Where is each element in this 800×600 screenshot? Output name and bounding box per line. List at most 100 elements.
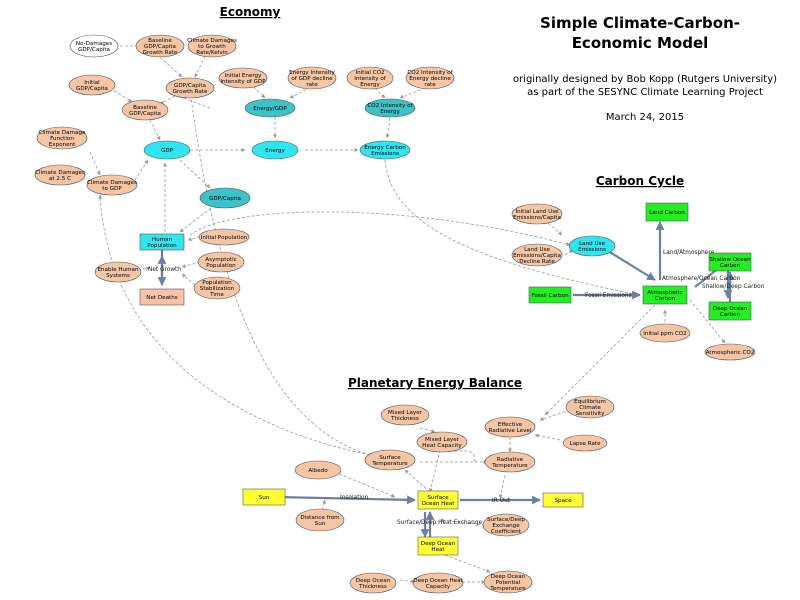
node-label: Time xyxy=(209,292,224,298)
node-label: Emissions/Capita xyxy=(513,253,561,259)
node-label: Fossil Carbon xyxy=(531,293,569,299)
node-label: Climate Damage xyxy=(39,130,86,136)
node-label: to GDP xyxy=(102,186,122,192)
node-shape xyxy=(197,251,245,273)
flow-ir-out: IR Out xyxy=(492,498,511,504)
node-shape xyxy=(412,572,464,594)
node-label: GDP xyxy=(161,148,174,154)
node-gdp: GDP xyxy=(143,140,191,160)
node-label: Rate/Kelvin xyxy=(196,50,228,56)
node-label: Temperature xyxy=(491,463,528,469)
node-label: Energy/GDP xyxy=(253,106,287,112)
node-label: Surface/Deep xyxy=(487,517,525,523)
node-shape xyxy=(218,67,268,89)
node-label: CO2 Intensity of xyxy=(407,70,453,76)
node-shape xyxy=(244,98,296,118)
node-label: Deep Ocean xyxy=(356,578,391,584)
node-label: Initial xyxy=(84,80,100,86)
node-label: Effective xyxy=(498,422,523,428)
node-shape xyxy=(68,74,116,96)
node-label: Energy xyxy=(360,82,380,88)
node-label: CO2 Intensity of xyxy=(367,103,413,109)
node-label: Initial Land Use xyxy=(515,209,559,215)
node-label: Population xyxy=(147,243,177,249)
node-space: Space xyxy=(542,492,584,508)
node-shape xyxy=(139,288,185,306)
node-label: Ocean Heat xyxy=(422,501,456,507)
node-label: Shallow Ocean xyxy=(709,257,751,263)
node-label: GDP/Capita xyxy=(144,44,176,50)
node-shape xyxy=(511,243,563,267)
node-atm-co2: Atmospheric CO2 xyxy=(704,343,756,361)
node-net-deaths: Net Deaths xyxy=(139,288,185,306)
node-label: Potential xyxy=(496,580,521,586)
node-label: Population xyxy=(206,263,236,269)
node-label: Sensitivity xyxy=(575,411,605,417)
section-carbon-cycle: Carbon Cycle xyxy=(596,174,684,188)
node-shape xyxy=(349,572,397,594)
node-lapse-rate: Lapse Rate xyxy=(562,434,608,452)
section-planetary-energy: Planetary Energy Balance xyxy=(348,376,522,390)
flow-land-atmosphere: Land/Atmosphere xyxy=(663,250,715,256)
node-label: Climate Damages xyxy=(187,38,237,44)
node-label: Climate xyxy=(579,405,601,411)
node-gdp-capita: GDP/Capita xyxy=(199,187,251,209)
node-shape xyxy=(645,202,689,222)
flow-net-growth: Net Growth xyxy=(148,267,181,273)
node-shape xyxy=(121,99,169,121)
node-shape xyxy=(359,140,411,160)
node-label: GDP/Capita xyxy=(78,47,110,53)
date: March 24, 2015 xyxy=(606,112,684,123)
node-shape xyxy=(135,34,185,58)
node-label: Energy Carbon xyxy=(364,145,406,151)
node-label: Deep Ocean xyxy=(421,541,456,547)
node-shape xyxy=(405,66,455,90)
node-shape xyxy=(484,416,536,438)
node-label: Function xyxy=(50,136,74,142)
node-label: Capacity xyxy=(426,584,451,590)
node-shape xyxy=(511,203,563,225)
flow-shallow-deep: Shallow/Deep Carbon xyxy=(702,284,765,290)
node-label: Radiative xyxy=(497,457,524,463)
node-label: Equilibrium xyxy=(574,399,606,405)
node-label: GDP/Capita xyxy=(76,86,108,92)
node-label: Mixed Layer xyxy=(425,437,460,443)
node-label: Initial Energy xyxy=(225,73,263,79)
node-label: Deep Ocean Heat xyxy=(413,578,463,584)
node-label: Temperature xyxy=(371,461,408,467)
node-label: rate xyxy=(306,82,318,88)
node-label: Systems xyxy=(106,273,130,279)
node-label: Carbon xyxy=(720,263,741,269)
node-label: of GDP decline xyxy=(291,76,333,82)
node-label: Atmospheric CO2 xyxy=(706,350,755,356)
node-shape xyxy=(139,233,185,251)
node-label: Temperature xyxy=(489,586,526,592)
node-label: Enable Human xyxy=(97,267,138,273)
node-shape xyxy=(86,174,138,196)
node-label: Emissions xyxy=(371,151,399,157)
dashed-links xyxy=(89,44,726,584)
node-label: Albedo xyxy=(308,468,328,474)
node-shape xyxy=(417,536,459,556)
node-label: GDP/Capita xyxy=(209,196,241,202)
credit-line-1: originally designed by Bob Kopp (Rutgers… xyxy=(513,74,777,85)
